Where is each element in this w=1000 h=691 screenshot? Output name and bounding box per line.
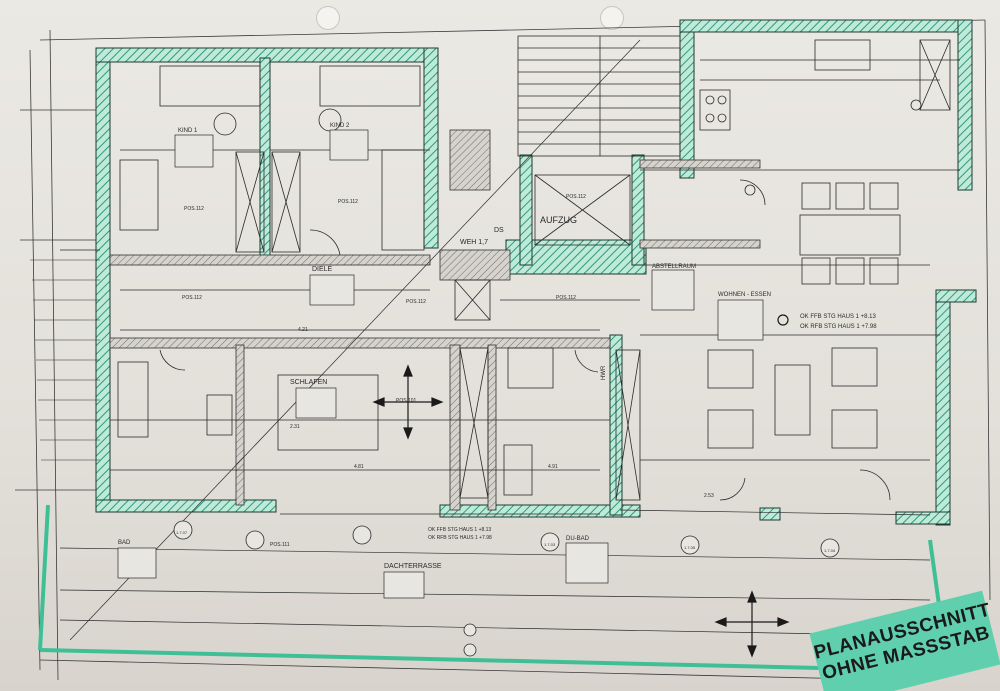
dimension-frame bbox=[15, 19, 991, 681]
room-label-aufzug: AUFZUG bbox=[540, 215, 577, 225]
pos-label: POS.112 bbox=[406, 299, 426, 305]
furniture bbox=[117, 39, 901, 501]
level-annotation: OK RFB STG HAUS 1 +7.98 bbox=[428, 535, 492, 541]
drafting-lines bbox=[59, 39, 960, 641]
punch-hole bbox=[316, 6, 340, 30]
pos-label: POS.112 bbox=[556, 295, 576, 301]
level-annotation: OK FFB STG HAUS 1 +8.13 bbox=[800, 314, 877, 320]
room-label-diele: DIELE bbox=[312, 266, 333, 273]
dim-label: DS bbox=[494, 227, 504, 234]
section-markers bbox=[173, 99, 922, 657]
dim-label: WEH 1,7 bbox=[460, 239, 488, 246]
dim-label: 1.7.04 bbox=[824, 548, 836, 553]
elevator-shaft bbox=[534, 174, 631, 246]
left-balcony-stairs bbox=[30, 259, 100, 461]
punch-hole bbox=[600, 6, 624, 30]
pos-label: POS.111 bbox=[270, 542, 290, 548]
dim-label: 4.81 bbox=[354, 464, 364, 470]
pos-label: POS.112 bbox=[338, 199, 358, 205]
direction-arrows bbox=[372, 314, 790, 658]
room-label-schlafen: SCHLAFEN bbox=[290, 379, 327, 386]
dim-label: 1.7.03 bbox=[544, 542, 556, 547]
dim-label: 2.31 bbox=[290, 424, 300, 430]
dim-label: 1.7.05 bbox=[684, 545, 696, 550]
room-label-kind1: KIND 1 bbox=[178, 128, 198, 134]
level-annotation: OK FFB STG HAUS 1 +8.13 bbox=[428, 527, 491, 533]
dim-label: 4.21 bbox=[298, 327, 308, 333]
dim-label: 1.7.07 bbox=[176, 530, 188, 535]
room-label-hwr: HWR bbox=[601, 365, 607, 380]
room-label-bad: BAD bbox=[118, 540, 131, 546]
level-annotation: OK RFB STG HAUS 1 +7.98 bbox=[800, 324, 877, 330]
pos-label: POS.112 bbox=[566, 194, 586, 200]
room-label-abstellraum: ABSTELLRAUM bbox=[652, 264, 696, 270]
room-label-dubad: DU-BAD bbox=[566, 536, 590, 542]
room-label-dachterrasse: DACHTERRASSE bbox=[384, 563, 442, 570]
pos-label: POS.112 bbox=[184, 206, 204, 212]
pos-label: POS.101 bbox=[396, 398, 417, 404]
room-data-boxes bbox=[117, 129, 764, 599]
dim-label: 2.53 bbox=[704, 493, 714, 499]
wardrobes bbox=[235, 39, 951, 501]
staircase bbox=[60, 35, 681, 251]
pos-label: POS.112 bbox=[182, 295, 202, 301]
terrace-outline bbox=[38, 504, 942, 670]
room-label-wohnen: WOHNEN - ESSEN bbox=[718, 292, 771, 298]
room-label-kind2: KIND 2 bbox=[330, 123, 350, 129]
dim-label: 4.91 bbox=[548, 464, 558, 470]
